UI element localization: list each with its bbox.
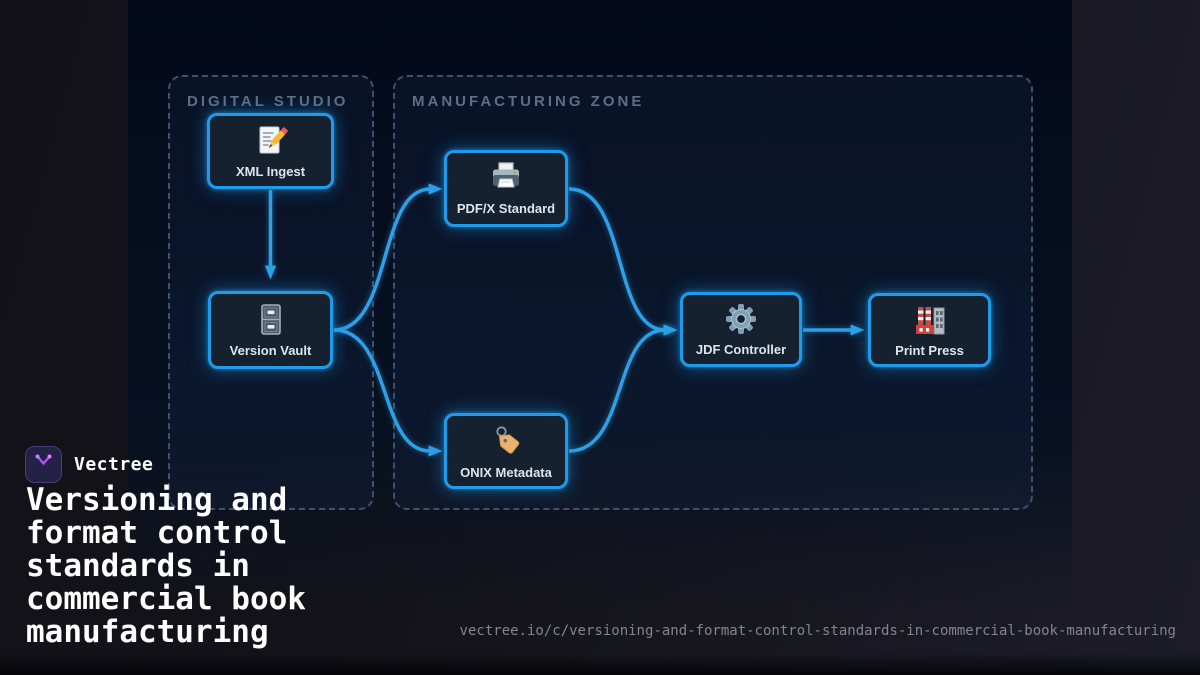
node-label: Version Vault <box>229 342 312 358</box>
tag-icon <box>488 423 524 459</box>
node-label: PDF/X Standard <box>456 201 556 216</box>
brand-name: Vectree <box>74 454 154 475</box>
memo-icon <box>254 124 288 158</box>
zone-label-digital-studio: DIGITAL STUDIO <box>187 93 349 110</box>
node-pdfx-standard[interactable]: PDF/X Standard <box>444 150 568 227</box>
vectree-logo-icon <box>25 446 62 483</box>
node-onix-metadata[interactable]: ONIX Metadata <box>444 413 568 489</box>
node-label: Print Press <box>895 342 964 358</box>
node-label: JDF Controller <box>695 342 787 357</box>
bottom-vignette <box>0 653 1200 675</box>
zone-label-manufacturing: MANUFACTURING ZONE <box>412 93 645 110</box>
page-title: Versioning and format control standards … <box>26 482 306 650</box>
node-jdf-controller[interactable]: JDF Controller <box>680 292 802 367</box>
brand: Vectree <box>25 446 153 483</box>
node-label: ONIX Metadata <box>460 464 552 480</box>
node-xml-ingest[interactable]: XML Ingest <box>207 113 334 189</box>
node-print-press[interactable]: Print Press <box>868 293 991 367</box>
gear-icon <box>724 302 758 336</box>
file-cabinet-icon <box>254 303 288 337</box>
node-version-vault[interactable]: Version Vault <box>208 291 333 369</box>
factory-icon <box>913 303 947 337</box>
footer-url: vectree.io/c/versioning-and-format-contr… <box>459 623 1176 639</box>
node-label: XML Ingest <box>235 163 306 179</box>
printer-icon <box>488 161 524 195</box>
